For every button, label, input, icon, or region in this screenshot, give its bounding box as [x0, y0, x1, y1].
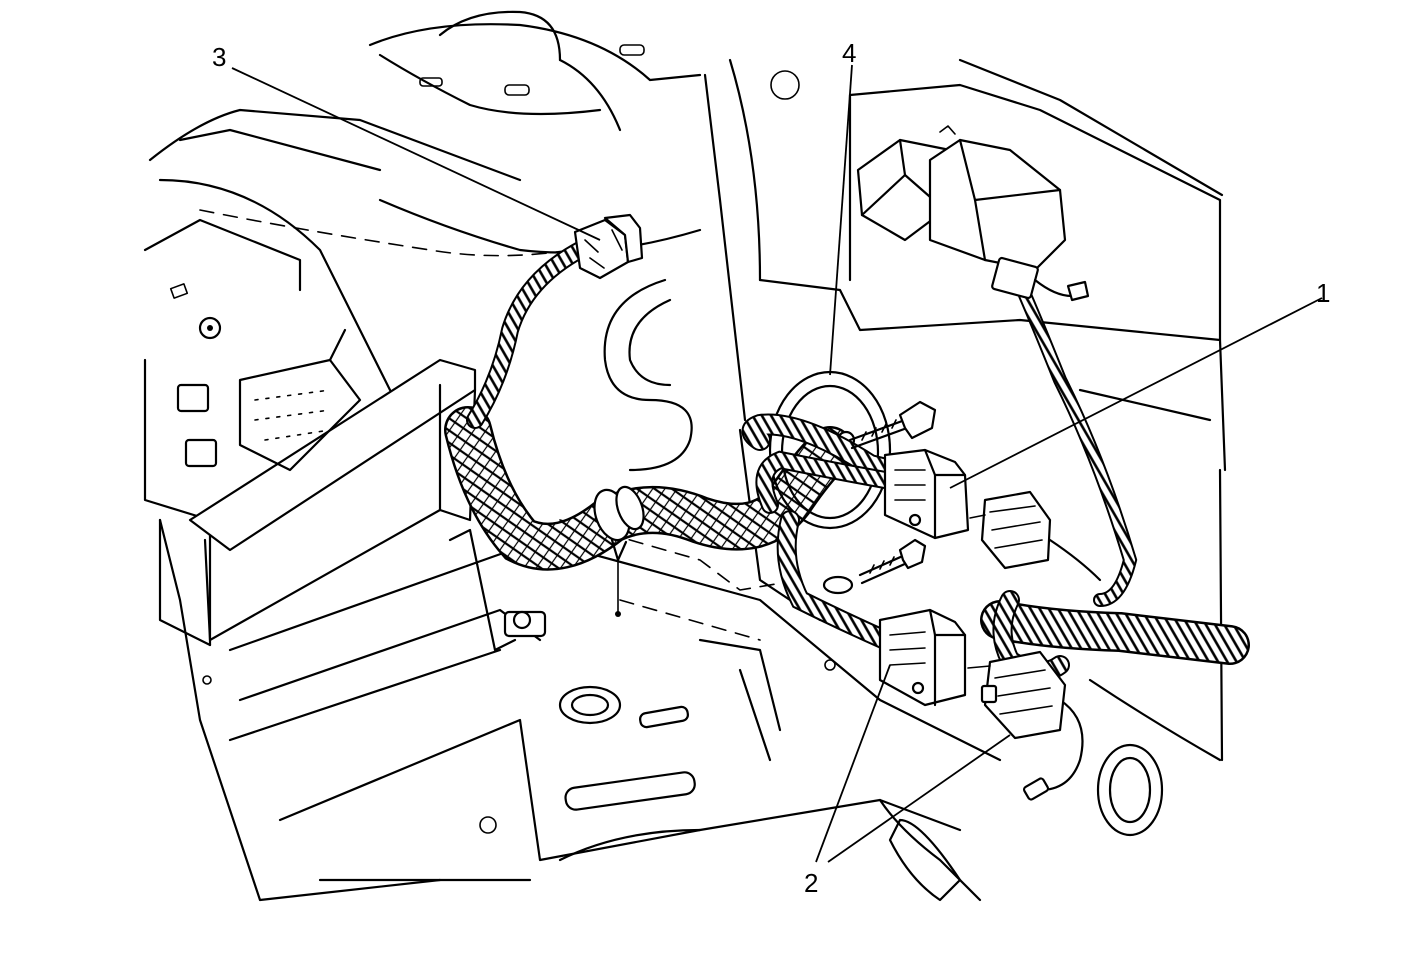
callout-labels: 3 4 1 2: [212, 38, 1330, 898]
connector-3: [573, 213, 644, 280]
bolt-upper: [848, 400, 937, 450]
battery-tray: [143, 218, 547, 685]
callout-4: 4: [842, 38, 856, 68]
leader-lines: [231, 64, 1323, 863]
main-harness: [444, 406, 854, 617]
connector-1-mate: [969, 490, 1052, 570]
connector-1: [883, 448, 970, 540]
connector-2: [878, 608, 967, 707]
body-panels: [148, 10, 1227, 902]
callout-1: 1: [1316, 278, 1330, 308]
control-module: [856, 125, 1090, 302]
callout-3: 3: [212, 42, 226, 72]
connector-2-mate: [967, 650, 1067, 740]
bolt-lower: [822, 538, 927, 595]
harness-branch-3: [466, 241, 589, 429]
callout-2: 2: [804, 868, 818, 898]
right-harness: [741, 288, 1250, 801]
